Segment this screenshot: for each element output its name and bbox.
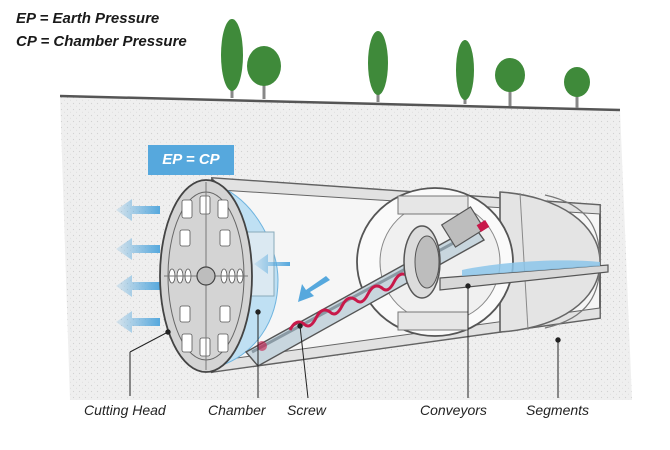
legend-earth-pressure: EP = Earth Pressure [16,10,160,27]
leader-lines [129,283,561,399]
screw-flight [288,269,422,331]
earth-pressure-arrows [116,199,160,333]
label-chamber: Chamber [208,402,266,418]
chamber-inflow-arrows [254,254,330,302]
conveyor [439,260,609,291]
label-cutting-head: Cutting Head [84,402,166,418]
label-conveyors: Conveyors [420,402,487,418]
legend-chamber-pressure: CP = Chamber Pressure [16,33,187,50]
cutting-head [159,179,253,373]
pressure-balance-badge: EP = CP [148,145,234,175]
label-segments: Segments [526,402,590,418]
label-screw: Screw [287,402,326,418]
trees [221,19,590,108]
screw-conveyor [244,206,490,367]
